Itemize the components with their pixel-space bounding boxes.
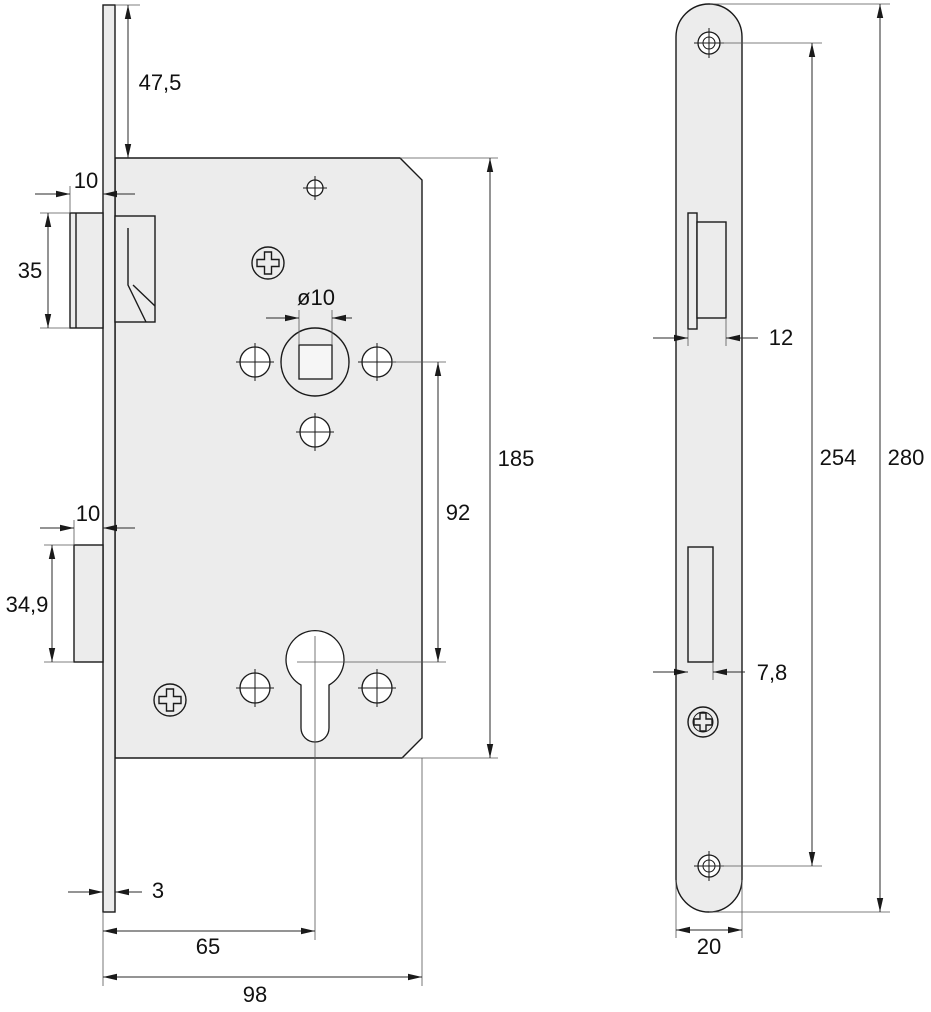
screw-hole-cylinder-right	[358, 669, 396, 707]
latch-bolt	[69, 212, 156, 329]
cylinder-fixing-screw	[687, 706, 719, 738]
cross-head-screw	[251, 246, 285, 280]
spindle-square	[298, 344, 333, 380]
dim-label-spindle-to-cylinder: 92	[446, 500, 470, 525]
latch-bevel-line	[132, 284, 156, 307]
dim-label-faceplate-width: 20	[697, 934, 721, 959]
dim-label-faceplate-thickness: 3	[152, 878, 164, 903]
dead-bolt	[73, 544, 104, 663]
latch-bolt-inner	[114, 215, 156, 323]
screw-hole-left	[236, 343, 274, 381]
screw-hole	[303, 176, 327, 200]
latch-bevel	[127, 228, 147, 323]
front-view: 12 7,8 254 280 20	[653, 3, 925, 959]
dim-label-latch-width: 12	[769, 325, 793, 350]
faceplate-front	[675, 3, 743, 913]
dim-label-body-height: 185	[498, 446, 535, 471]
dim-label-body-depth: 98	[243, 982, 267, 1007]
faceplate-side	[102, 4, 116, 913]
dim-label-backset: 65	[196, 934, 220, 959]
dim-label-screw-spacing: 254	[820, 445, 857, 470]
spindle-hub	[280, 327, 350, 397]
dim-label-bolt-width: 7,8	[757, 660, 788, 685]
dead-bolt-opening	[687, 546, 714, 663]
dim-label-spindle: ø10	[297, 285, 335, 310]
side-view: 47,5 10 35 ø10 92 185 10	[6, 4, 535, 1007]
dim-label-latch-projection: 10	[74, 168, 98, 193]
dim-label-faceplate-length: 280	[888, 445, 925, 470]
dim-label-top-offset: 47,5	[139, 70, 182, 95]
dim-label-latch-height: 35	[18, 258, 42, 283]
dim-label-bolt-projection: 10	[76, 501, 100, 526]
latch-bolt-outer	[69, 212, 104, 329]
screw-hole-cylinder-left	[236, 669, 274, 707]
cross-head-screw-lower	[153, 683, 187, 717]
latch-opening	[687, 212, 727, 330]
screw-hole-lower	[296, 413, 334, 451]
faceplate-screw-hole-top	[694, 28, 724, 58]
dim-label-bolt-height: 34,9	[6, 592, 49, 617]
